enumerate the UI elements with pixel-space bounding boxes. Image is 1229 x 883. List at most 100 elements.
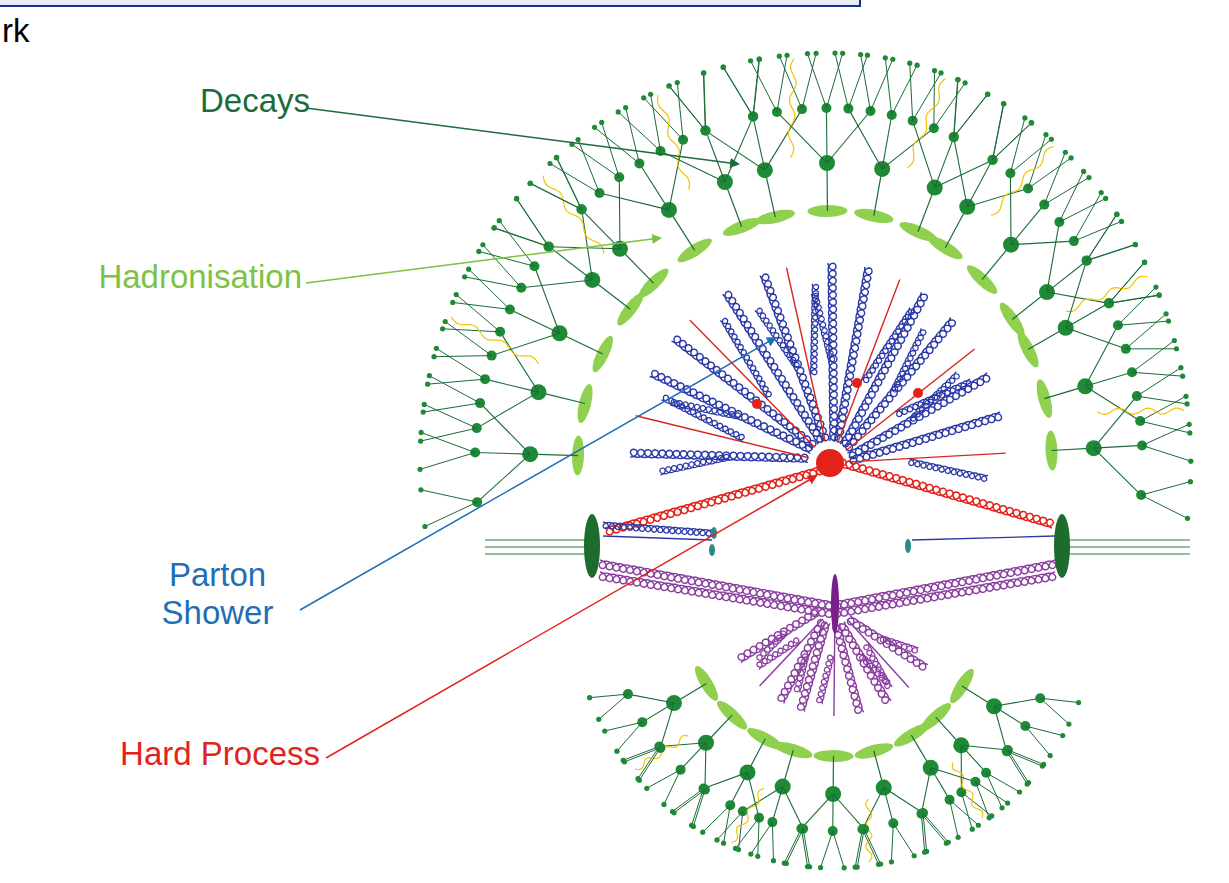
final-particle [644,786,649,791]
particle-line [664,770,681,805]
particle-line [1010,139,1051,173]
beam-line [1063,539,1190,540]
particle-line [1118,287,1156,325]
final-particle [1163,311,1168,316]
final-particle [1174,346,1179,351]
particle-line [669,86,705,131]
particle-line [1142,445,1191,461]
hadron-blob [691,663,722,703]
quark-line [912,536,1055,540]
final-particle [720,65,725,70]
gluon-line [849,412,1002,464]
particle-line [933,71,935,129]
final-particle [1172,338,1177,343]
final-particle [528,181,533,186]
gluon-line [833,623,864,713]
final-particle [1142,259,1147,264]
final-particle [985,92,990,97]
particle-line [421,490,477,502]
final-particle [425,382,430,387]
particle-line [492,333,560,355]
gluon-line [738,610,820,663]
final-particle [701,70,706,75]
gluon-line [838,459,1053,528]
particle-line [1059,171,1083,222]
final-particle [970,827,975,832]
particle-line [424,404,477,428]
final-particle [924,849,929,854]
final-particle [938,70,943,75]
gluon-line [794,654,809,693]
final-particle [431,354,436,359]
final-particle [443,319,448,324]
final-particle [756,57,761,62]
particle-line [1132,372,1183,376]
vertex [752,399,762,409]
particle-line [893,823,914,855]
final-particle [1157,293,1162,298]
final-particle [547,161,552,166]
final-particle [1133,242,1138,247]
particle-line [921,814,924,852]
final-particle [554,155,559,160]
gluon-line [895,379,971,417]
particle-line [581,210,620,249]
final-particle [648,92,653,97]
particle-line [1141,482,1190,495]
particle-line [961,745,986,772]
final-particle [1119,219,1124,224]
particle-line [786,829,803,864]
particle-line [521,280,592,288]
final-particle [587,695,592,700]
final-particle [462,274,467,279]
final-particle [1026,780,1031,785]
gluon-line [839,622,891,704]
particle-line [751,61,777,112]
gluon-line [890,328,926,392]
quark-line [636,416,809,458]
final-particle [1178,365,1183,370]
final-particle [616,109,621,114]
stage-label: Hadronisation [2,258,302,296]
particle-line [1132,340,1174,372]
event-scene [417,50,1193,870]
final-particle [492,225,497,230]
particle-line [420,453,475,470]
final-particle [480,242,485,247]
particle-line [483,245,521,288]
gluon-line [757,631,788,662]
final-particle [602,728,607,733]
gluon-line [909,372,960,422]
particle-line [777,55,787,112]
final-particle [912,853,917,858]
final-particle [1005,801,1010,806]
photon-line [658,95,690,189]
final-particle [418,438,423,443]
cut-off-text: rk [2,12,30,50]
particle-line [590,694,628,698]
particle-line [1087,244,1136,260]
particle-line [803,829,809,867]
particle-line [530,183,581,209]
final-particle [777,54,782,59]
particle-line [605,722,643,731]
particle-line [975,782,989,818]
final-particle [814,51,819,56]
particle-line [961,792,972,829]
particle-line [743,787,783,812]
quark-line [833,624,835,716]
particle-line [1066,328,1126,349]
particle-line [436,348,485,379]
final-particle [1001,101,1006,106]
final-particle [889,859,894,864]
gluon-line [811,293,834,363]
final-particle [987,815,992,820]
particle-line [1085,325,1118,386]
particle-line [445,322,491,356]
particle-line [599,193,668,210]
photon-line [991,147,1054,216]
final-particle [1048,753,1053,758]
particle-line [954,137,968,207]
particle-line [659,743,706,747]
final-particle [1183,394,1188,399]
